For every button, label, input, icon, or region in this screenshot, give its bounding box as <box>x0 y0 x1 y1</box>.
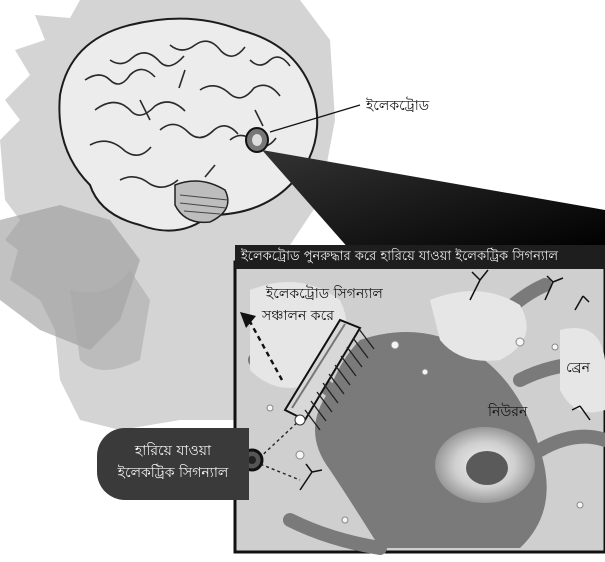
lost-signal-marker-dot <box>248 456 256 464</box>
headline-banner: ইলেকট্রোড পুনরুদ্ধার করে হারিয়ে যাওয়া … <box>235 245 605 269</box>
label-lost-signal-line2: ইলেকট্রিক সিগন্যাল <box>97 462 249 484</box>
label-electrode: ইলেকট্রোড <box>366 94 429 118</box>
signal-node <box>295 415 305 425</box>
label-brain: ব্রেন <box>566 356 590 380</box>
label-neuron: নিউরন <box>488 400 527 424</box>
lost-signal-callout: হারিয়ে যাওয়া ইলেকট্রিক সিগন্যাল <box>97 428 249 500</box>
label-electrode-signal-line1: ইলেকট্রোড সিগন্যাল <box>266 282 383 306</box>
zoom-beam <box>262 150 605 250</box>
label-lost-signal-line1: হারিয়ে যাওয়া <box>97 440 249 462</box>
neuron-nucleus <box>466 451 508 485</box>
label-electrode-signal-line2: সঞ্চালন করে <box>262 304 334 328</box>
cerebellum <box>175 181 228 222</box>
electrode-implant <box>246 128 268 152</box>
